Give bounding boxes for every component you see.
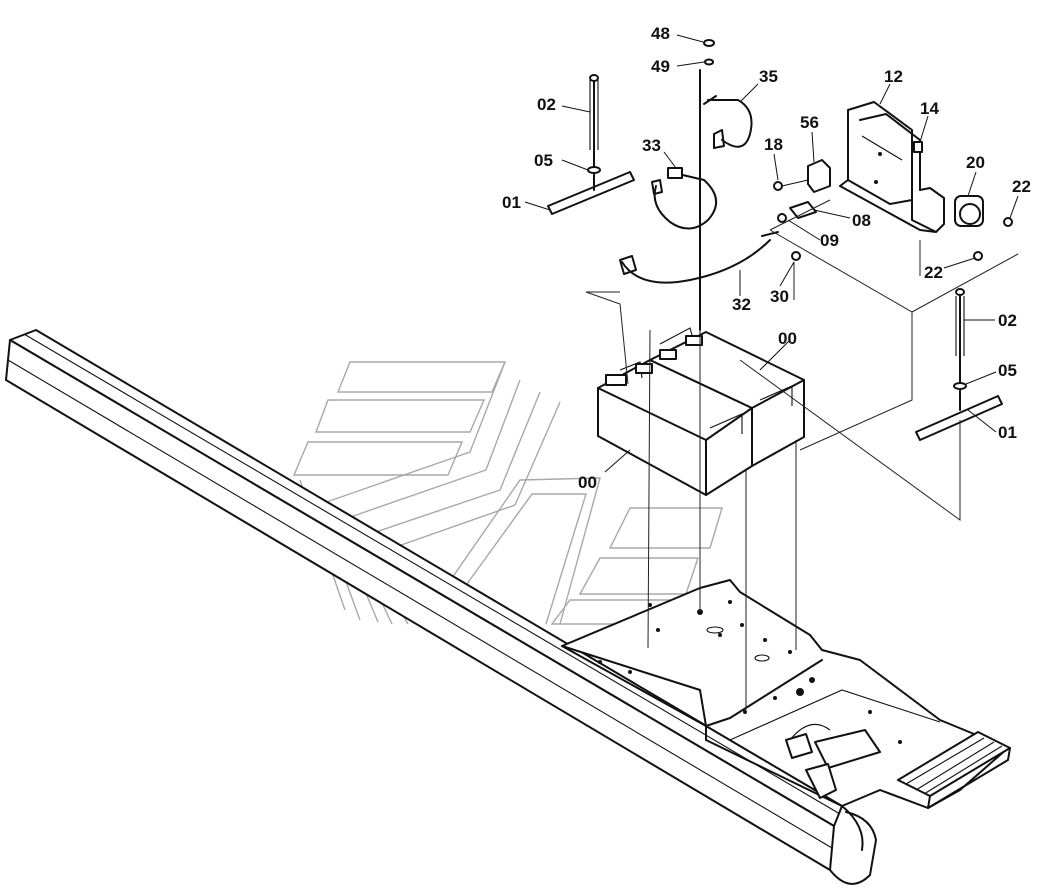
leader-lines [524, 34, 1019, 473]
hold-down-right [915, 288, 1003, 441]
callout-22-upper: 22 [1012, 177, 1031, 196]
callout-30: 30 [770, 287, 789, 306]
callout-09: 09 [820, 231, 839, 250]
callout-01-right: 01 [998, 423, 1017, 442]
callout-35: 35 [759, 67, 778, 86]
callout-01-left: 01 [502, 193, 521, 212]
callout-48: 48 [651, 24, 670, 43]
callout-00-right: 00 [778, 329, 797, 348]
callout-22-lower: 22 [924, 263, 943, 282]
callout-56: 56 [800, 113, 819, 132]
callout-20: 20 [966, 153, 985, 172]
callout-33: 33 [642, 136, 661, 155]
cables [619, 69, 779, 331]
callout-12: 12 [884, 67, 903, 86]
callout-02-left: 02 [537, 95, 556, 114]
callout-18: 18 [764, 135, 783, 154]
battery-pair [597, 327, 805, 496]
callout-14: 14 [920, 99, 939, 118]
assembly-lines [585, 199, 1019, 710]
callout-32: 32 [732, 295, 751, 314]
callout-02-right: 02 [998, 311, 1017, 330]
relay-bracket [773, 101, 1013, 261]
base-frame [561, 579, 1011, 809]
side-rail [5, 329, 877, 885]
nut-washer [703, 39, 715, 66]
callout-00-left: 00 [578, 473, 597, 492]
hold-down-left [547, 74, 635, 215]
callout-labels: 48 49 35 12 14 56 18 20 22 22 33 02 05 0… [502, 24, 1031, 492]
callout-49: 49 [651, 57, 670, 76]
callout-05-left: 05 [534, 151, 553, 170]
callout-08: 08 [852, 211, 871, 230]
callout-05-right: 05 [998, 361, 1017, 380]
